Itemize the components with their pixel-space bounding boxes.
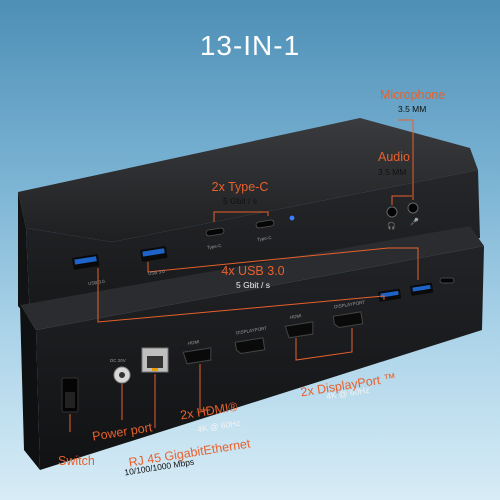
mic-icon: 🎤 bbox=[410, 217, 419, 226]
switch-rocker bbox=[65, 392, 75, 408]
rear-dock-side bbox=[20, 305, 40, 470]
rear-dock-face bbox=[36, 246, 484, 470]
usb-c-port bbox=[439, 277, 455, 284]
audio-label: Audio bbox=[378, 150, 410, 164]
displayport-port bbox=[234, 337, 266, 355]
audio-jack bbox=[386, 206, 398, 218]
usb-a-port bbox=[140, 246, 168, 262]
usb-c-port bbox=[205, 227, 225, 237]
usb-a-port bbox=[410, 282, 434, 296]
type-c-label: 2x Type-C bbox=[211, 180, 269, 194]
switch-label: Switch bbox=[58, 454, 95, 468]
front-dock-unit bbox=[18, 118, 480, 320]
audio-spec: 3.5 MM bbox=[378, 167, 407, 177]
rear-dock-top bbox=[20, 226, 484, 330]
usb-c-port bbox=[255, 219, 275, 229]
hdmi-port bbox=[182, 347, 212, 365]
rear-dock-unit bbox=[20, 226, 484, 470]
microphone-label: Microphone bbox=[380, 88, 446, 102]
headphone-icon: 🎧 bbox=[387, 221, 396, 230]
displayport-port bbox=[332, 311, 364, 329]
callout-lines bbox=[69, 119, 419, 432]
hdmi-port bbox=[284, 321, 314, 339]
dc-port-mark: DC 20V bbox=[110, 358, 126, 363]
usb3-label: 4x USB 3.0 bbox=[221, 264, 285, 278]
usb3-speed: 5 Gbit / s bbox=[235, 280, 271, 290]
power-led bbox=[289, 215, 295, 221]
front-dock-face bbox=[26, 170, 480, 320]
usb-a-port bbox=[72, 254, 100, 270]
front-dock-top bbox=[18, 118, 478, 242]
front-dock-side bbox=[18, 192, 30, 320]
product-title: 13-IN-1 bbox=[199, 30, 301, 61]
microphone-jack bbox=[407, 202, 419, 214]
type-c-speed: 5 Gbit / s bbox=[222, 196, 258, 206]
microphone-spec: 3.5 MM bbox=[398, 104, 427, 114]
